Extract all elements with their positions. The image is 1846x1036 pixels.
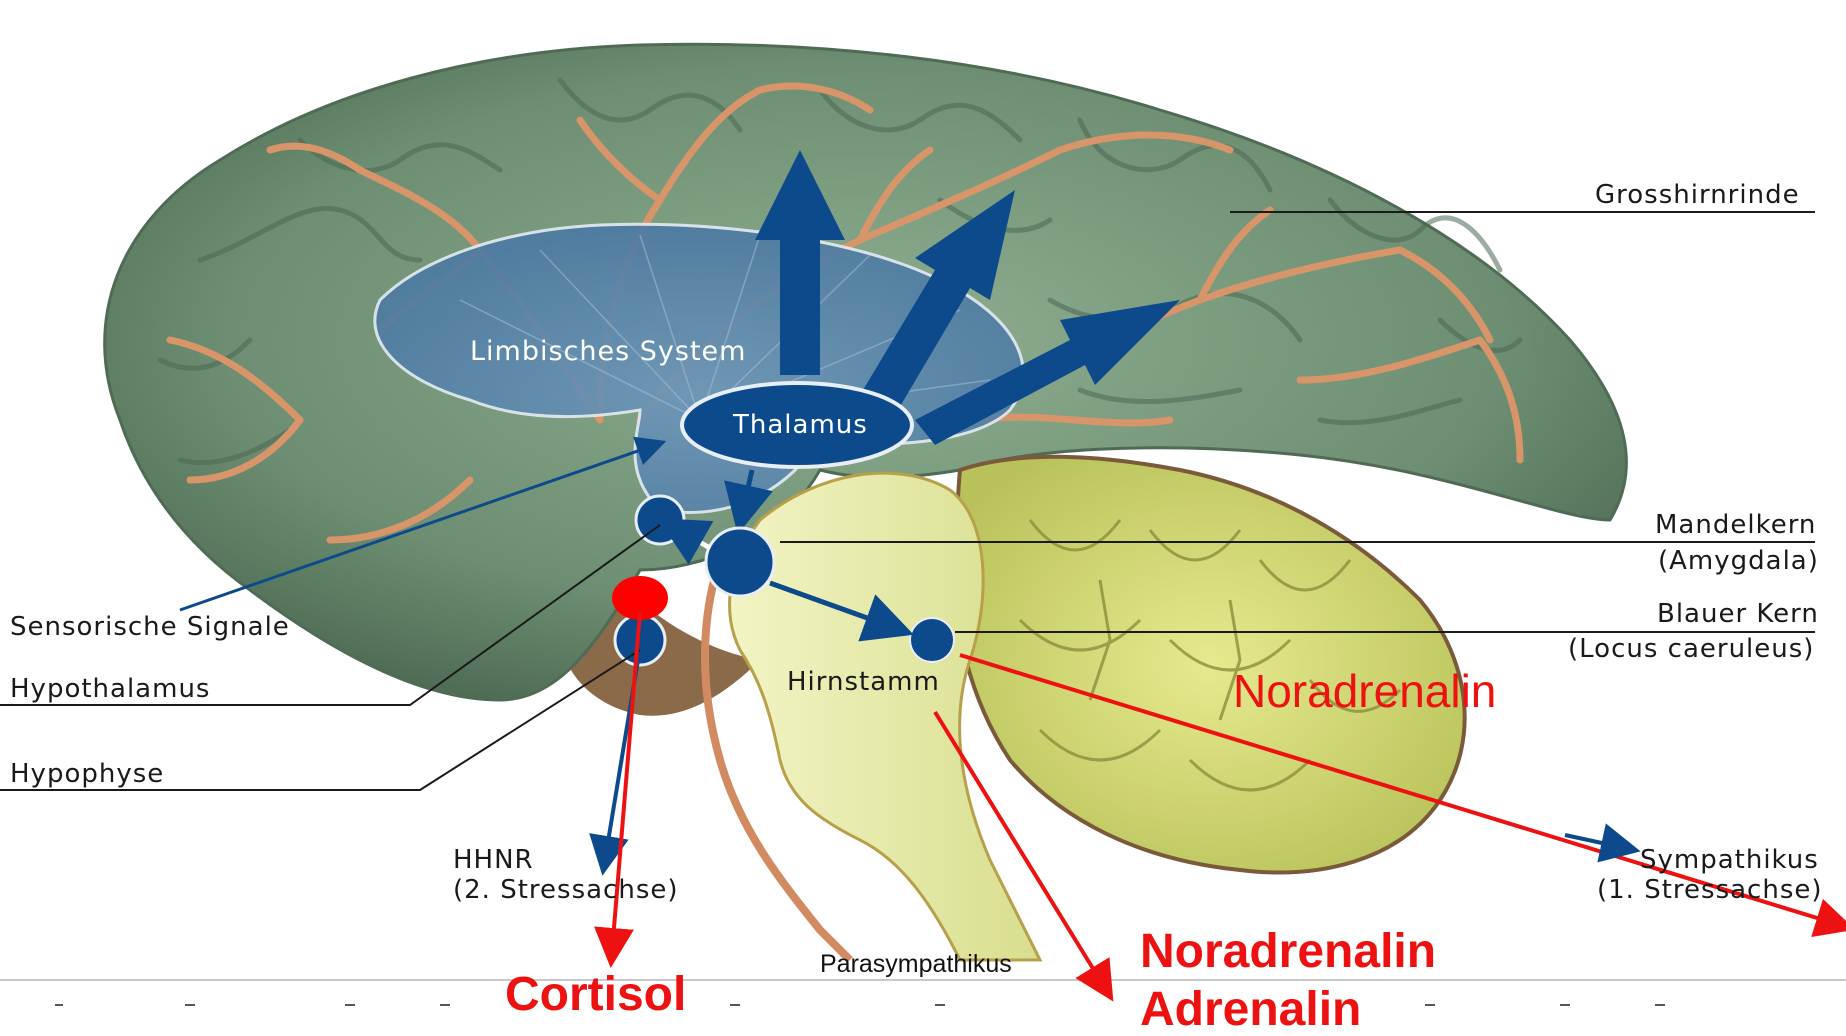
annotation-cortisol: Cortisol [505, 968, 686, 1021]
label-thalamus: Thalamus [732, 410, 868, 440]
label-amygdala: (Amygdala) [1658, 546, 1819, 576]
locus-caeruleus-nucleus [910, 618, 954, 662]
amygdala-nucleus [706, 528, 774, 596]
label-hypophyse: Hypophyse [10, 759, 164, 789]
annotation-noradrenalin-bottom: Noradrenalin [1140, 925, 1436, 978]
annotation-noradrenalin-right: Noradrenalin [1233, 665, 1496, 717]
annotation-adrenalin-bottom: Adrenalin [1140, 983, 1361, 1031]
label-blauer-kern: Blauer Kern [1657, 599, 1819, 629]
label-parasympathikus: Parasympathikus [820, 950, 1012, 978]
label-limbisches-system: Limbisches System [470, 336, 746, 367]
label-sympathikus: Sympathikus [1640, 845, 1819, 875]
label-grosshirnrinde: Grosshirnrinde [1595, 180, 1800, 210]
label-1-stressachse: (1. Stressachse) [1597, 875, 1823, 905]
label-hirnstamm: Hirnstamm [787, 667, 940, 697]
label-sensorische-signale: Sensorische Signale [10, 612, 290, 642]
label-mandelkern: Mandelkern [1655, 510, 1816, 540]
label-hhnr: HHNR [453, 845, 534, 875]
bottom-rule [0, 980, 1846, 1005]
label-hypothalamus: Hypothalamus [10, 674, 210, 704]
label-2-stressachse: (2. Stressachse) [453, 875, 679, 905]
label-locus-caeruleus: (Locus caeruleus) [1568, 634, 1814, 664]
